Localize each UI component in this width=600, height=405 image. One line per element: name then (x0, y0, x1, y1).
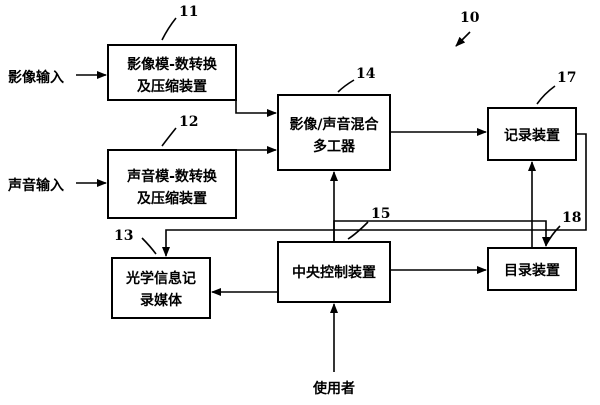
ref-12: 12 (179, 114, 198, 130)
leader-18 (545, 225, 561, 246)
arrow-audio-to-mux (235, 146, 277, 183)
leader-11 (161, 17, 177, 41)
arrow-recorder-to-media (162, 133, 587, 257)
ref-18: 18 (562, 210, 581, 226)
video-codec-block (107, 44, 237, 101)
mux-line1: 影像/声音混合 (289, 116, 379, 133)
ref-15: 15 (371, 206, 390, 222)
leader-14 (337, 79, 355, 93)
video-input-label: 影像输入 (8, 69, 64, 86)
audio-codec-line1: 声音模-数转换 (126, 168, 218, 185)
ref-17: 17 (557, 70, 576, 86)
recorder-label: 记录装置 (504, 127, 560, 144)
directory-label: 目录装置 (504, 262, 560, 279)
leader-17 (536, 85, 556, 105)
central-control-label: 中央控制装置 (292, 264, 376, 281)
optical-media-line2: 录媒体 (140, 292, 183, 309)
figure-number: 10 (460, 10, 480, 26)
ref-13: 13 (114, 228, 133, 244)
central-control-block (277, 241, 391, 303)
ref-14: 14 (356, 66, 376, 82)
mux-block (277, 94, 391, 171)
leader-15 (347, 221, 369, 240)
video-codec-line1: 影像模-数转换 (127, 56, 218, 73)
ref-11: 11 (179, 4, 198, 20)
figure-number-arrow (455, 31, 471, 47)
video-codec-line2: 及压缩装置 (137, 78, 207, 95)
optical-media-line1: 光学信息记 (125, 270, 196, 287)
leader-12 (161, 127, 177, 147)
audio-codec-block (107, 149, 237, 219)
mux-line2: 多工器 (313, 138, 356, 155)
user-label: 使用者 (312, 380, 355, 397)
optical-media-block (111, 257, 211, 319)
arrow-video-to-mux (235, 75, 277, 117)
audio-codec-line2: 及压缩装置 (137, 190, 207, 207)
audio-input-label: 声音输入 (7, 177, 64, 194)
leader-13 (141, 237, 157, 255)
